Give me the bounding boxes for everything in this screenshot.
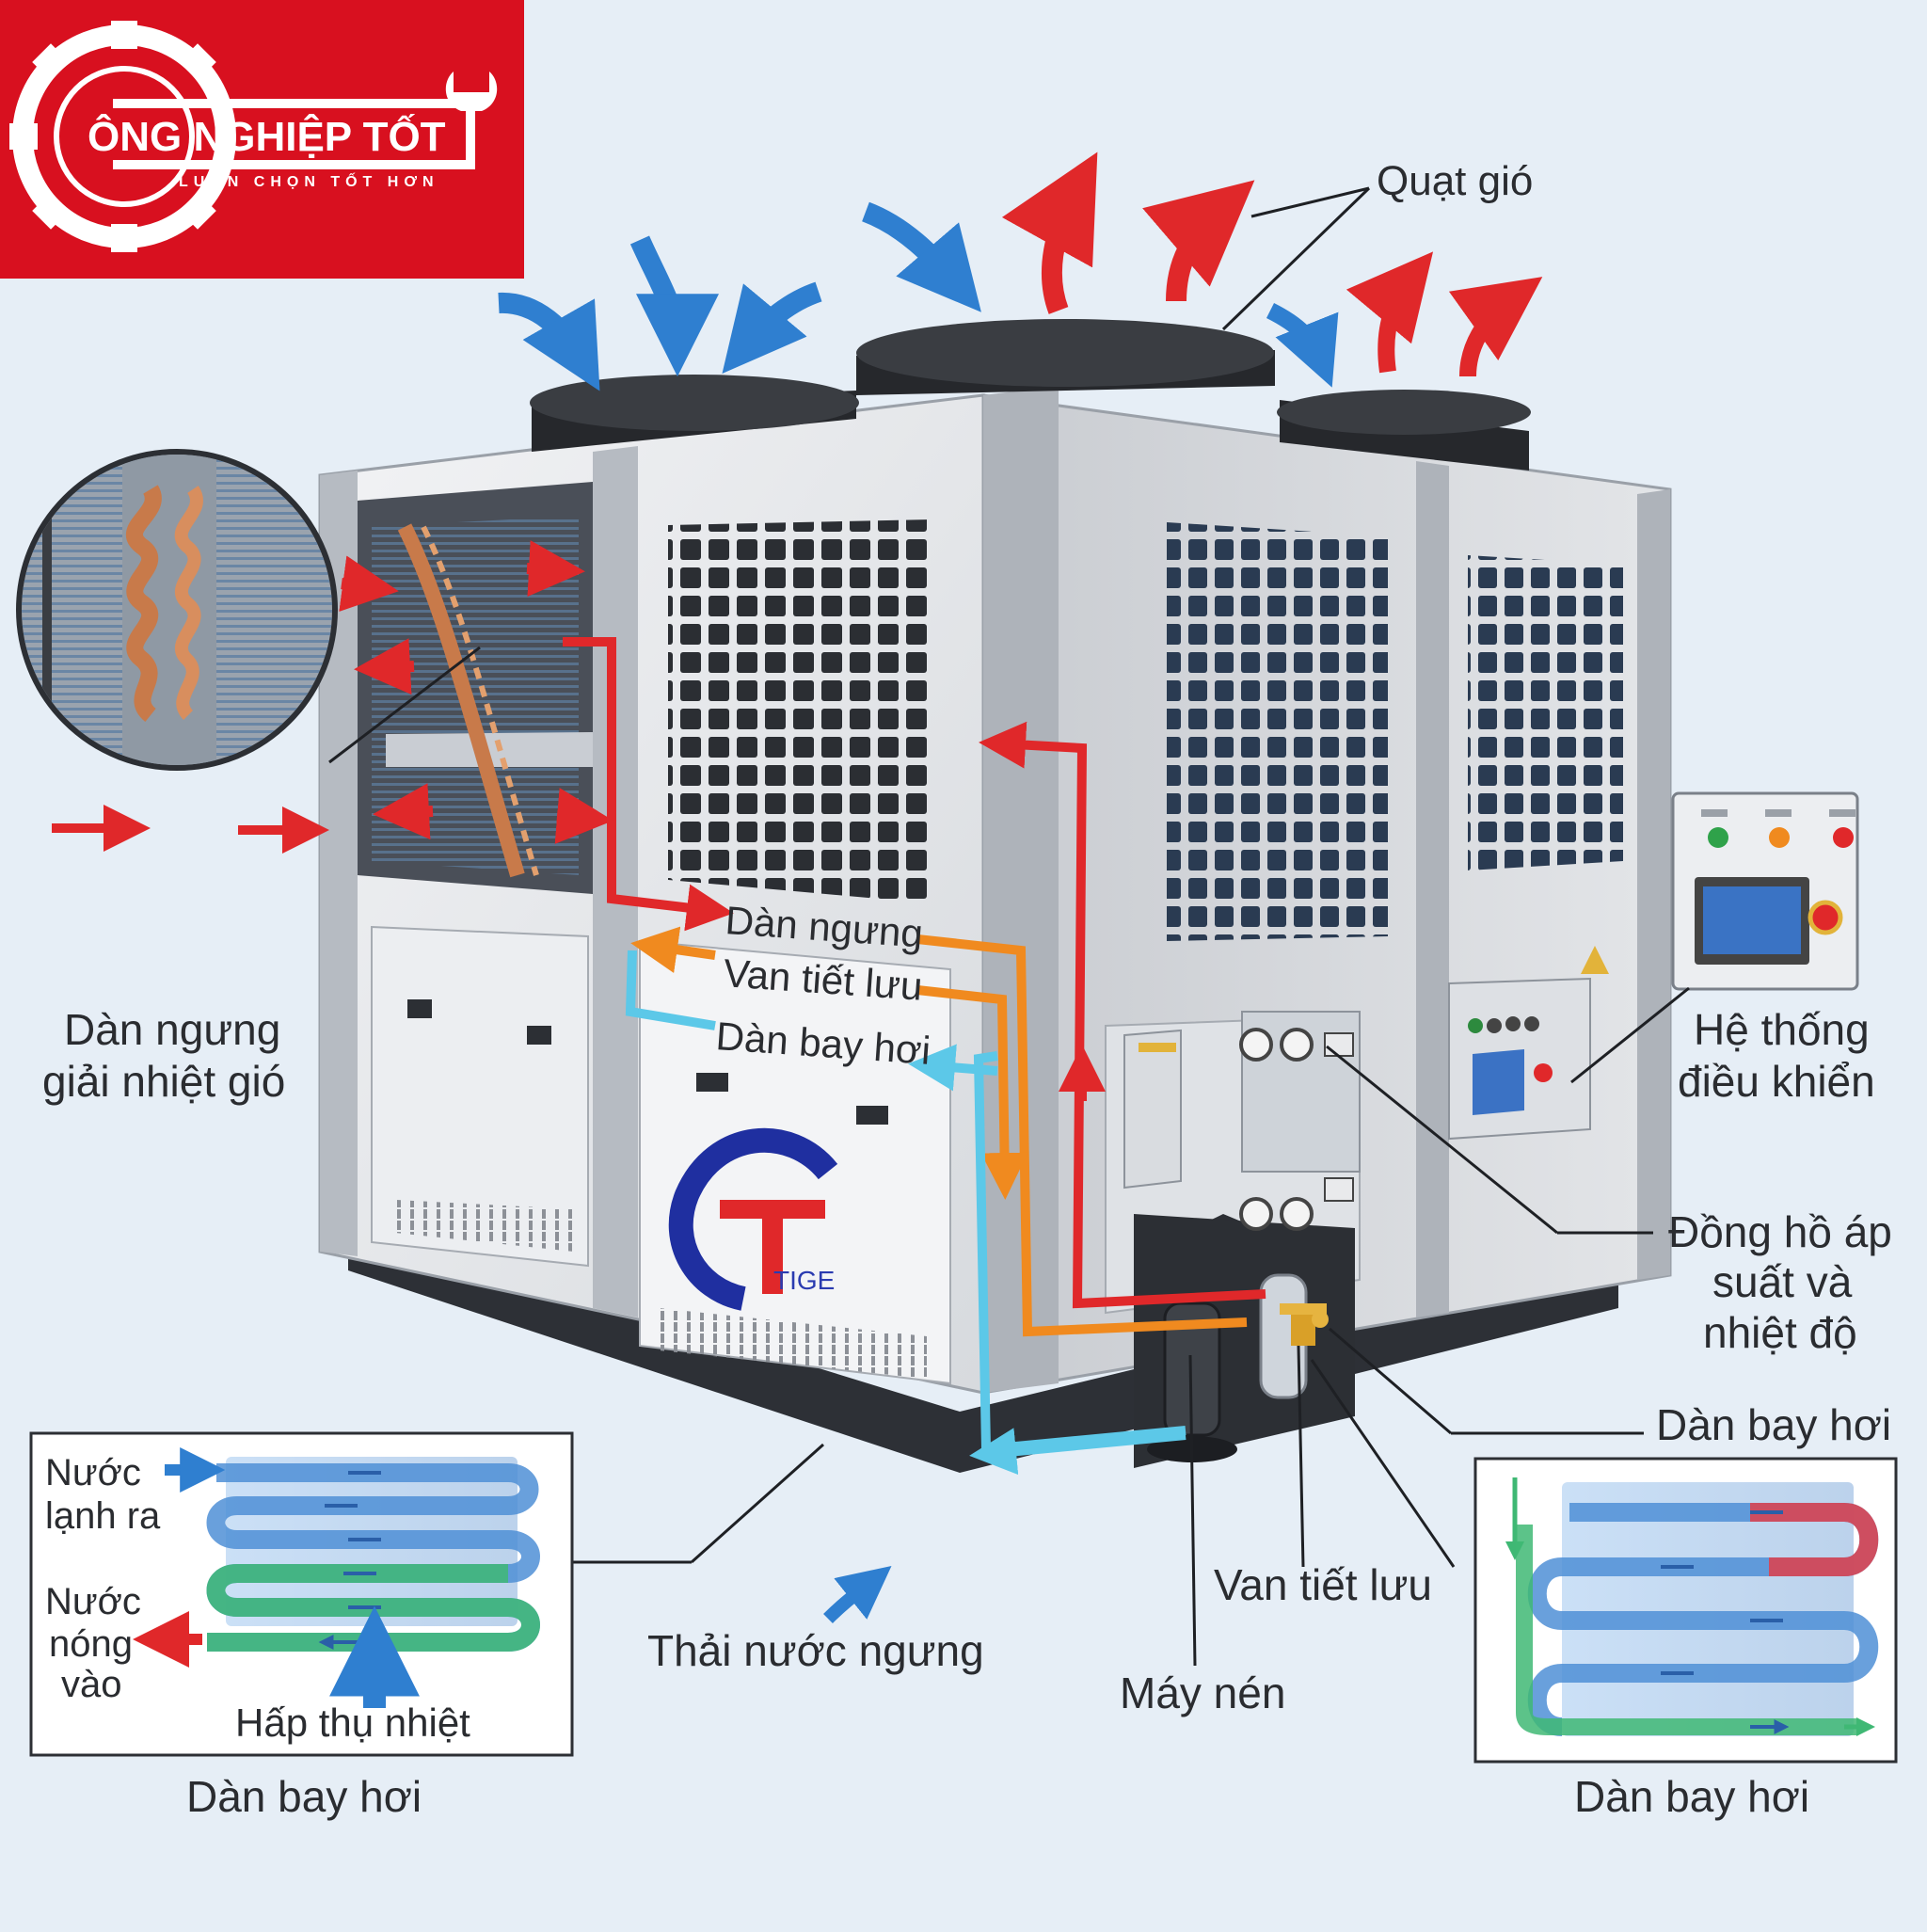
inset-evaporator-right	[1473, 1457, 1898, 1764]
fan-right	[1277, 390, 1531, 471]
label-dong-ho-1: Đồng hồ áp	[1668, 1207, 1892, 1256]
inset-evaporator-left: Nước lạnh ra Nước nóng vào Hấp thụ nhiệt	[29, 1431, 574, 1757]
absorb-label: Hấp thụ nhiệt	[235, 1700, 470, 1745]
flow-line-orange	[916, 985, 1028, 1200]
inset-left-caption: Dàn bay hơi	[186, 1772, 422, 1821]
gear-icon	[9, 21, 236, 252]
status-light-green	[1708, 827, 1728, 848]
cold-air-arrow	[1266, 302, 1339, 388]
hot-air-arrow	[354, 638, 415, 695]
cold-air-arrow	[498, 292, 600, 391]
frame-post	[1637, 489, 1670, 1280]
fan-center	[856, 319, 1275, 395]
tige-louver	[659, 1308, 927, 1379]
expansion-valve	[1280, 1303, 1329, 1346]
inset-right-caption: Dàn bay hơi	[1574, 1772, 1809, 1821]
flow-line-cyan	[625, 950, 716, 1030]
tige-panel	[639, 939, 951, 1385]
hot-air-arrow	[554, 788, 613, 844]
frame-post	[320, 471, 358, 1256]
side-grille-1	[1167, 522, 1388, 941]
condenser-magnifier	[16, 449, 481, 854]
emergency-stop	[1808, 900, 1843, 935]
frame-post	[1416, 461, 1449, 1317]
side-grille-2	[1468, 555, 1623, 870]
label-dong-ho-3: nhiệt độ	[1703, 1308, 1857, 1357]
flow-line-cyan	[908, 1044, 998, 1092]
logo-name: ÔNG NGHIỆP TỐT	[88, 112, 446, 160]
hot-air-arrow	[373, 783, 434, 840]
panel-slot	[856, 1106, 888, 1125]
label-dan-ngung-2: giải nhiệt gió	[42, 1057, 285, 1106]
unit-control-panel	[1448, 946, 1609, 1141]
control-box	[1671, 791, 1859, 991]
callout-labels: Quạt gió Dàn ngưng giải nhiệt gió Dàn ng…	[42, 158, 1892, 1717]
panel-slot	[407, 999, 432, 1018]
flow-line-red	[979, 721, 1266, 1309]
pressure-gauges	[1239, 1011, 1361, 1231]
label-thai-nuoc-ngung: Thải nước ngưng	[647, 1626, 984, 1675]
label-he-thong-1: Hệ thống	[1694, 1005, 1870, 1054]
chiller-unit: TIGE	[318, 319, 1672, 1473]
warning-label	[1139, 1043, 1176, 1052]
cold-air-arrow	[861, 201, 981, 312]
hot-air-arrow	[339, 555, 399, 612]
label-van-tiet-luu: Van tiết lưu	[1214, 1560, 1432, 1609]
front-grille	[668, 519, 932, 903]
panel-slot	[696, 1073, 728, 1092]
refrigerant-flow	[563, 637, 1266, 1476]
drain-arrow	[823, 1566, 892, 1623]
leader-line	[328, 646, 481, 764]
hot-air-arrow	[1142, 180, 1255, 302]
label-dan-ngung-1: Dàn ngưng	[64, 1005, 280, 1054]
water-in-label-2: nóng	[49, 1623, 133, 1665]
fan-left	[530, 375, 859, 452]
logo-slogan: LUÔN CHỌN TỐT HƠN	[179, 171, 439, 190]
water-out-label-2: lạnh ra	[45, 1495, 161, 1537]
cold-air-arrow	[722, 281, 822, 375]
label-quat-gio: Quạt gió	[1377, 158, 1533, 204]
air-flow-arrows	[339, 152, 1543, 1623]
hot-air-arrow	[1346, 251, 1434, 374]
leader-lines	[572, 186, 1690, 1667]
flow-line-red	[563, 637, 734, 932]
cold-air-arrow	[629, 235, 719, 377]
status-light-red	[1833, 827, 1854, 848]
condenser-bay	[358, 482, 593, 894]
flow-line-orange	[916, 934, 1248, 1337]
label-dan-bay-hoi-right: Dàn bay hơi	[1656, 1400, 1891, 1449]
label-dong-ho-2: suất và	[1712, 1257, 1853, 1306]
water-in-label-3: vào	[61, 1664, 122, 1705]
hot-air-arrow	[1448, 277, 1543, 377]
water-in-label-1: Nước	[45, 1581, 141, 1622]
label-he-thong-2: điều khiển	[1678, 1057, 1875, 1106]
flow-line-cyan	[969, 1428, 1186, 1476]
frame-post	[983, 386, 1059, 1393]
label-may-nen: Máy nén	[1120, 1669, 1285, 1717]
flow-line-orange	[630, 926, 716, 973]
water-out-label-1: Nước	[45, 1452, 141, 1493]
tige-logo: TIGE	[668, 1127, 838, 1311]
wrench-icon	[113, 72, 498, 169]
lower-left-louver	[393, 1200, 576, 1235]
status-light-orange	[1769, 827, 1790, 848]
panel-slot	[527, 1026, 551, 1045]
flow-line-cyan	[973, 1051, 1186, 1455]
warning-plate	[1123, 1029, 1182, 1190]
hot-air-arrow	[1001, 152, 1098, 314]
brand-name: TIGE	[773, 1266, 835, 1295]
hot-air-arrow	[526, 540, 585, 598]
company-logo: ÔNG NGHIỆP TỐT LUÔN CHỌN TỐT HƠN	[0, 0, 524, 279]
